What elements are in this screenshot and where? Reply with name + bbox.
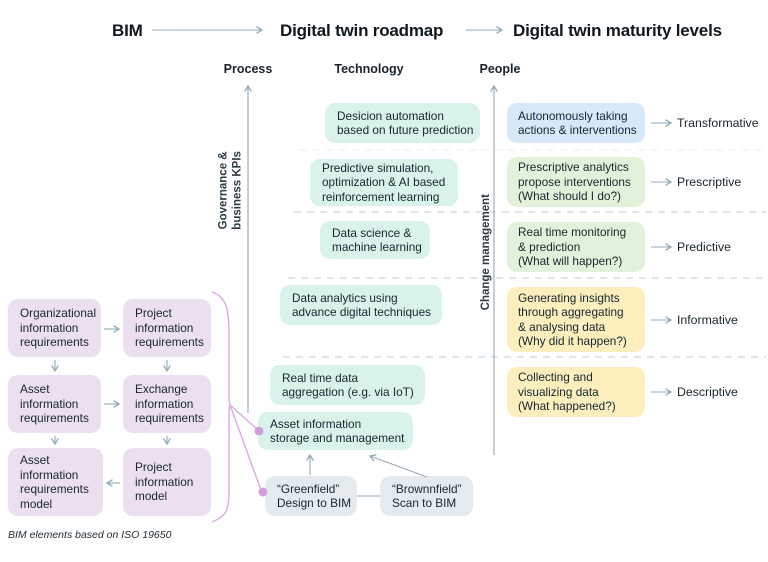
source-box-brownfield: “Brownnfield” Scan to BIM bbox=[380, 476, 473, 516]
maturity-box-collecting-data: Collecting and visualizing data (What ha… bbox=[507, 367, 645, 417]
bim-group-bracket bbox=[211, 291, 231, 523]
column-label-technology: Technology bbox=[334, 62, 404, 76]
change-management-axis-label: Change management bbox=[479, 194, 492, 311]
bracket-link-to-storage bbox=[229, 404, 259, 431]
header-bim: BIM bbox=[112, 21, 143, 40]
tech-box-data-science: Data science & machine learning bbox=[320, 221, 430, 259]
column-label-people: People bbox=[479, 62, 521, 76]
level-label-transformative: Transformative bbox=[677, 116, 759, 130]
maturity-box-generating-insights: Generating insights through aggregating … bbox=[507, 287, 645, 352]
governance-axis-label: Governance & business KPIs bbox=[217, 151, 244, 230]
bim-box-organizational-information-requirements: Organizational information requirements bbox=[8, 299, 101, 357]
tech-box-asset-information-storage: Asset information storage and management bbox=[258, 412, 413, 450]
level-label-prescriptive: Prescriptive bbox=[677, 175, 742, 189]
maturity-box-prescriptive-analytics: Prescriptive analytics propose intervent… bbox=[507, 157, 645, 207]
tech-box-predictive-simulation: Predictive simulation, optimization & AI… bbox=[310, 159, 458, 206]
maturity-box-autonomous-actions: Autonomously taking actions & interventi… bbox=[507, 103, 645, 143]
bim-box-exchange-information-requirements: Exchange information requirements bbox=[123, 375, 211, 433]
level-label-descriptive: Descriptive bbox=[677, 385, 738, 399]
bracket-link-to-greenfield bbox=[229, 404, 262, 491]
column-label-process: Process bbox=[223, 62, 273, 76]
header-roadmap: Digital twin roadmap bbox=[280, 21, 444, 40]
arrow-brownfield-to-storage bbox=[368, 454, 428, 478]
tech-box-real-time-aggregation: Real time data aggregation (e.g. via IoT… bbox=[270, 365, 425, 405]
source-box-greenfield: “Greenfield” Design to BIM bbox=[265, 476, 357, 516]
bim-box-asset-information-requirements-model: Asset information requirements model bbox=[8, 448, 103, 516]
bim-bracket-group bbox=[211, 291, 262, 523]
tech-box-data-analytics: Data analytics using advance digital tec… bbox=[280, 285, 442, 325]
bim-box-project-information-model: Project information model bbox=[123, 448, 211, 516]
footnote-iso-19650: BIM elements based on ISO 19650 bbox=[8, 529, 172, 541]
bim-box-project-information-requirements: Project information requirements bbox=[123, 299, 211, 357]
bim-box-asset-information-requirements: Asset information requirements bbox=[8, 375, 101, 433]
header-maturity: Digital twin maturity levels bbox=[513, 21, 722, 40]
tech-box-decision-automation: Desicion automation based on future pred… bbox=[325, 103, 480, 143]
level-label-informative: Informative bbox=[677, 313, 738, 327]
maturity-box-real-time-monitoring: Real time monitoring & prediction (What … bbox=[507, 222, 645, 272]
level-label-predictive: Predictive bbox=[677, 240, 731, 254]
